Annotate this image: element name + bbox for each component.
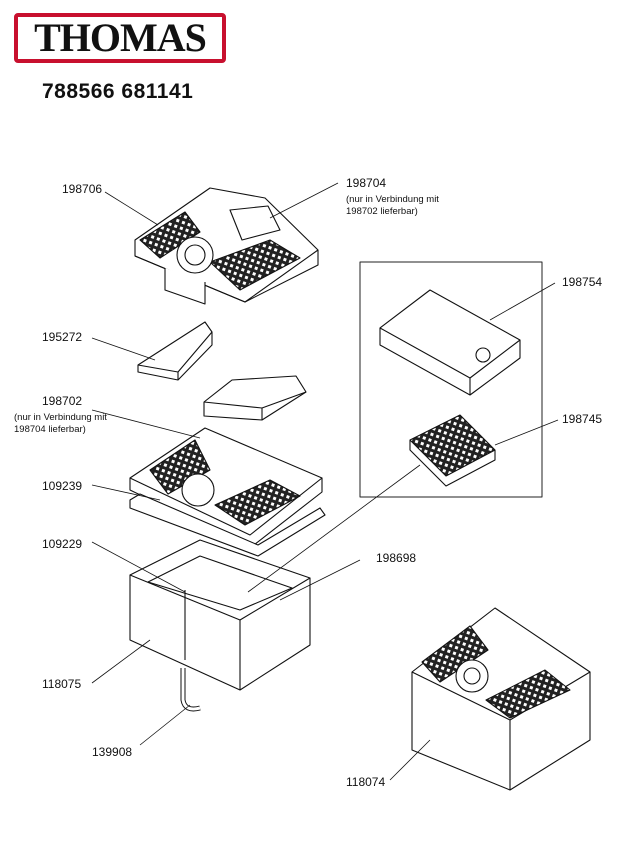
label-118075: 118075 xyxy=(42,677,82,691)
label-198745: 198745 xyxy=(562,412,603,426)
thomas-logo: THOMAS xyxy=(14,13,226,63)
label-198702: 198702 xyxy=(42,394,83,408)
label-109229: 109229 xyxy=(42,537,83,551)
base-tank-118075 xyxy=(129,539,311,691)
middle-lid-198702 xyxy=(129,427,323,549)
assembled-unit-118074 xyxy=(411,607,591,791)
logo-text: THOMAS xyxy=(34,15,207,60)
leader-lines xyxy=(91,182,559,781)
top-cover-198706 xyxy=(134,187,319,305)
label-198706: 198706 xyxy=(62,182,103,196)
label-198754: 198754 xyxy=(562,275,603,289)
note-198702-line1: (nur in Verbindung mit xyxy=(14,412,107,423)
label-198704: 198704 xyxy=(346,176,387,190)
gasket-109239 xyxy=(129,493,326,557)
label-195272: 195272 xyxy=(42,330,83,344)
note-198704-line2: 198702 lieferbar) xyxy=(346,206,418,217)
hose-139908 xyxy=(180,668,201,712)
note-198704-line1: (nur in Verbindung mit xyxy=(346,194,439,205)
inset-frame xyxy=(359,261,543,498)
note-198702-line2: 198704 lieferbar) xyxy=(14,424,86,435)
insert-198745 xyxy=(409,414,496,487)
label-109239: 109239 xyxy=(42,479,83,493)
filter-195272 xyxy=(137,321,213,381)
label-118074: 118074 xyxy=(346,775,386,789)
insert-198754 xyxy=(379,289,521,396)
label-139908: 139908 xyxy=(92,745,133,759)
header-part-numbers: 788566 681141 xyxy=(42,80,194,103)
filter-block xyxy=(203,375,307,421)
label-198698: 198698 xyxy=(376,551,417,565)
